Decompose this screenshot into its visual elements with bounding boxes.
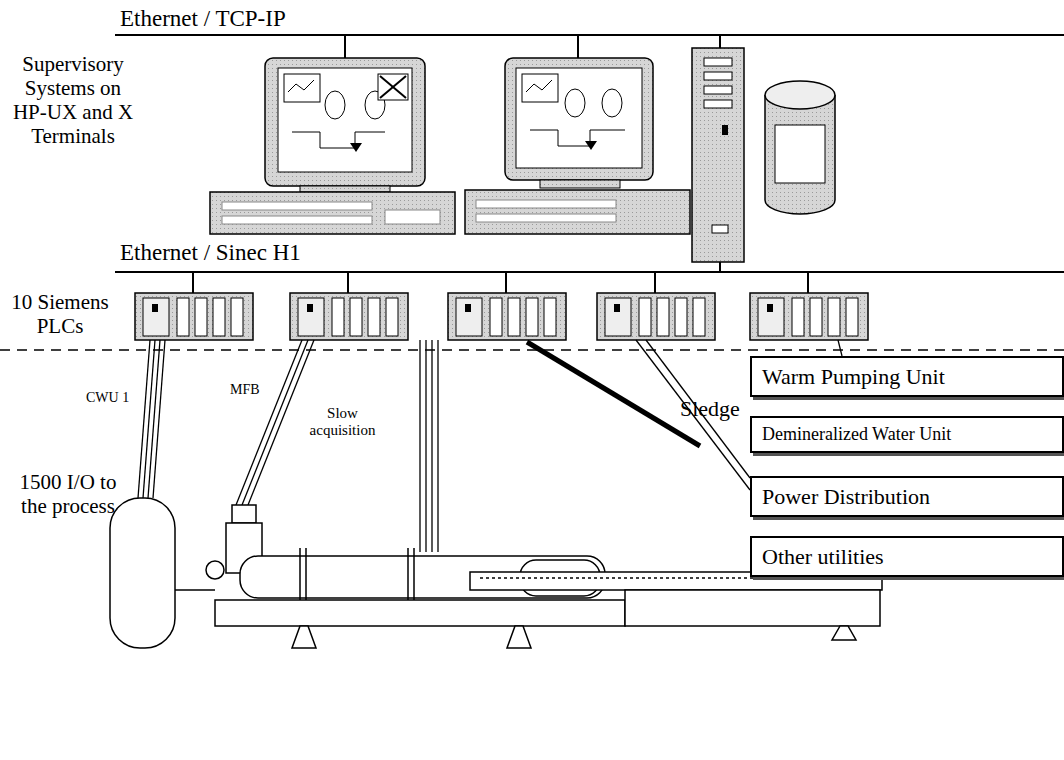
utility-box: Other utilities bbox=[750, 536, 1064, 577]
part-label: Sledge bbox=[680, 396, 740, 421]
part-label: MFB bbox=[230, 382, 260, 398]
part-label: Slow acquisition bbox=[300, 405, 385, 440]
group-label: 10 Siemens PLCs bbox=[10, 290, 110, 338]
utility-box: Power Distribution bbox=[750, 476, 1064, 517]
workstation bbox=[210, 58, 455, 234]
box-text: Warm Pumping Unit bbox=[752, 358, 1062, 395]
box-text: Other utilities bbox=[752, 538, 1062, 575]
utility-box: Warm Pumping Unit bbox=[750, 356, 1064, 397]
group-label: Supervisory Systems on HP-UX and X Termi… bbox=[8, 52, 138, 149]
part-label: CWU 1 bbox=[86, 390, 129, 406]
utility-box: Demineralized Water Unit bbox=[750, 416, 1064, 453]
server-tower bbox=[692, 48, 744, 262]
io-wires bbox=[138, 340, 842, 552]
bus-label: Ethernet / TCP-IP bbox=[120, 6, 286, 32]
disk-drive bbox=[765, 81, 835, 214]
plc-rack bbox=[135, 272, 868, 340]
bus-label: Ethernet / Sinec H1 bbox=[120, 240, 301, 266]
box-text: Power Distribution bbox=[752, 478, 1062, 515]
workstation bbox=[465, 58, 690, 234]
group-label: 1500 I/O to the process bbox=[8, 470, 128, 518]
box-text: Demineralized Water Unit bbox=[752, 418, 1062, 451]
